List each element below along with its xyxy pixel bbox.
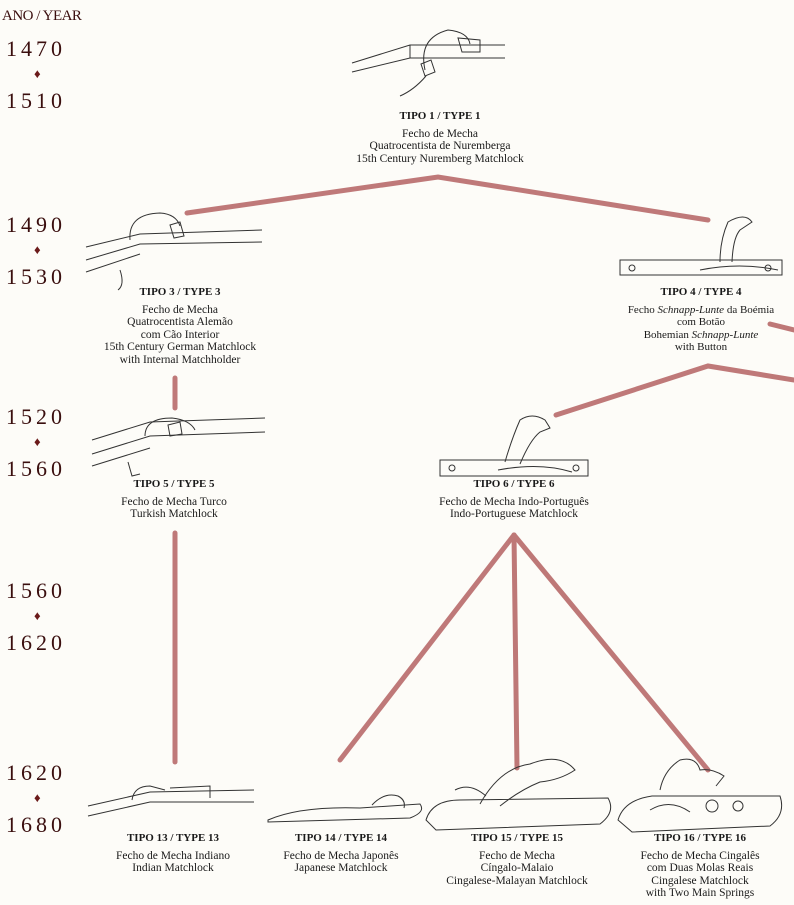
type5-drawing <box>91 417 266 477</box>
type15-line: Cingalese-Malayan Matchlock <box>446 874 588 887</box>
year-end-2: 1530 <box>6 264 66 289</box>
type13-drawing <box>87 785 255 817</box>
type14-line: Japanese Matchlock <box>294 862 388 874</box>
year-start-3: 1520 <box>6 404 66 429</box>
year-column-header: ANO / YEAR <box>2 8 82 24</box>
type4-line3: Bohemian Schnapp-Lunte <box>643 328 759 341</box>
type3-line: with Internal Matchholder <box>119 353 241 366</box>
type6-line: Indo-Portuguese Matchlock <box>449 508 579 520</box>
year-end-4: 1620 <box>6 630 66 655</box>
line-right-edge <box>767 321 794 333</box>
type1-line: Fecho de Mecha <box>402 127 478 140</box>
diamond-separator: ♦ <box>34 790 41 805</box>
type15-caption: TIPO 15 / TYPE 15 Fecho de Mecha Cíngalo… <box>424 832 610 887</box>
type4-line4: with Button <box>674 341 728 353</box>
year-end-5: 1680 <box>6 812 66 837</box>
type3-line: Quatrocentista Alemão <box>127 316 233 328</box>
type14-caption: TIPO 14 / TYPE 14 Fecho de Mecha Japonês… <box>258 832 424 875</box>
diamond-separator: ♦ <box>34 434 41 449</box>
year-start-4: 1560 <box>6 578 66 603</box>
type15-drawing <box>425 758 612 831</box>
type15-line: Fecho de Mecha <box>479 849 555 862</box>
type15-label: TIPO 15 / TYPE 15 <box>470 832 564 844</box>
diamond-separator: ♦ <box>34 242 41 257</box>
year-end-3: 1560 <box>6 456 66 481</box>
type3-line: Fecho de Mecha <box>142 303 218 316</box>
type4-caption: TIPO 4 / TYPE 4 Fecho Schnapp-Lunte da B… <box>604 286 794 354</box>
type4-drawing <box>619 216 783 276</box>
type6-drawing <box>439 415 589 477</box>
line-t4-t6 <box>553 363 794 418</box>
type16-caption: TIPO 16 / TYPE 16 Fecho de Mecha Cingalê… <box>614 832 786 900</box>
type3-line: com Cão Interior <box>140 328 220 341</box>
year-start-5: 1620 <box>6 760 66 785</box>
type16-line: com Duas Molas Reais <box>646 862 754 874</box>
type1-line: 15th Century Nuremberg Matchlock <box>356 152 524 165</box>
type6-line: Fecho de Mecha Indo-Português <box>439 495 589 508</box>
type4-label: TIPO 4 / TYPE 4 <box>660 286 742 298</box>
type16-line: Cingalese Matchlock <box>651 874 749 887</box>
type4-line2: com Botão <box>677 316 725 328</box>
type1-label: TIPO 1 / TYPE 1 <box>399 110 481 122</box>
type13-caption: TIPO 13 / TYPE 13 Fecho de Mecha Indiano… <box>88 832 258 875</box>
diamond-separator: ♦ <box>34 608 41 623</box>
type13-line: Indian Matchlock <box>132 862 214 874</box>
type4-line1: Fecho Schnapp-Lunte da Boémia <box>627 303 775 316</box>
type16-line: Fecho de Mecha Cingalês <box>640 849 760 862</box>
type6-caption: TIPO 6 / TYPE 6 Fecho de Mecha Indo-Port… <box>404 478 624 521</box>
line-t1-t3-t4 <box>184 174 711 223</box>
type14-label: TIPO 14 / TYPE 14 <box>294 832 388 844</box>
line-t6-t14 <box>337 532 517 763</box>
type3-drawing <box>85 212 263 291</box>
type16-line: with Two Main Springs <box>645 887 755 899</box>
type16-drawing <box>617 758 783 833</box>
type6-label: TIPO 6 / TYPE 6 <box>473 478 555 490</box>
diamond-separator: ♦ <box>34 66 41 81</box>
type1-caption: TIPO 1 / TYPE 1 Fecho de Mecha Quatrocen… <box>330 110 550 165</box>
year-end-1: 1510 <box>6 88 66 113</box>
type5-line: Fecho de Mecha Turco <box>121 495 227 508</box>
line-t6-t16 <box>511 532 711 773</box>
type3-caption: TIPO 3 / TYPE 3 Fecho de Mecha Quatrocen… <box>70 286 290 366</box>
year-start-2: 1490 <box>6 212 66 237</box>
type3-label: TIPO 3 / TYPE 3 <box>139 286 221 298</box>
type14-drawing <box>267 794 423 823</box>
type13-label: TIPO 13 / TYPE 13 <box>126 832 220 844</box>
type13-line: Fecho de Mecha Indiano <box>115 849 230 862</box>
type15-line: Cíngalo-Malaio <box>480 862 554 874</box>
year-start-1: 1470 <box>6 36 66 61</box>
type5-label: TIPO 5 / TYPE 5 <box>133 478 215 490</box>
type1-line: Quatrocentista de Nuremberga <box>369 140 511 152</box>
type3-line: 15th Century German Matchlock <box>103 341 257 353</box>
type5-caption: TIPO 5 / TYPE 5 Fecho de Mecha Turco Tur… <box>74 478 274 521</box>
type5-line: Turkish Matchlock <box>130 508 218 520</box>
type16-label: TIPO 16 / TYPE 16 <box>653 832 747 844</box>
type14-line: Fecho de Mecha Japonês <box>283 849 399 862</box>
line-t6-t15 <box>511 532 520 771</box>
type1-drawing <box>351 29 505 97</box>
